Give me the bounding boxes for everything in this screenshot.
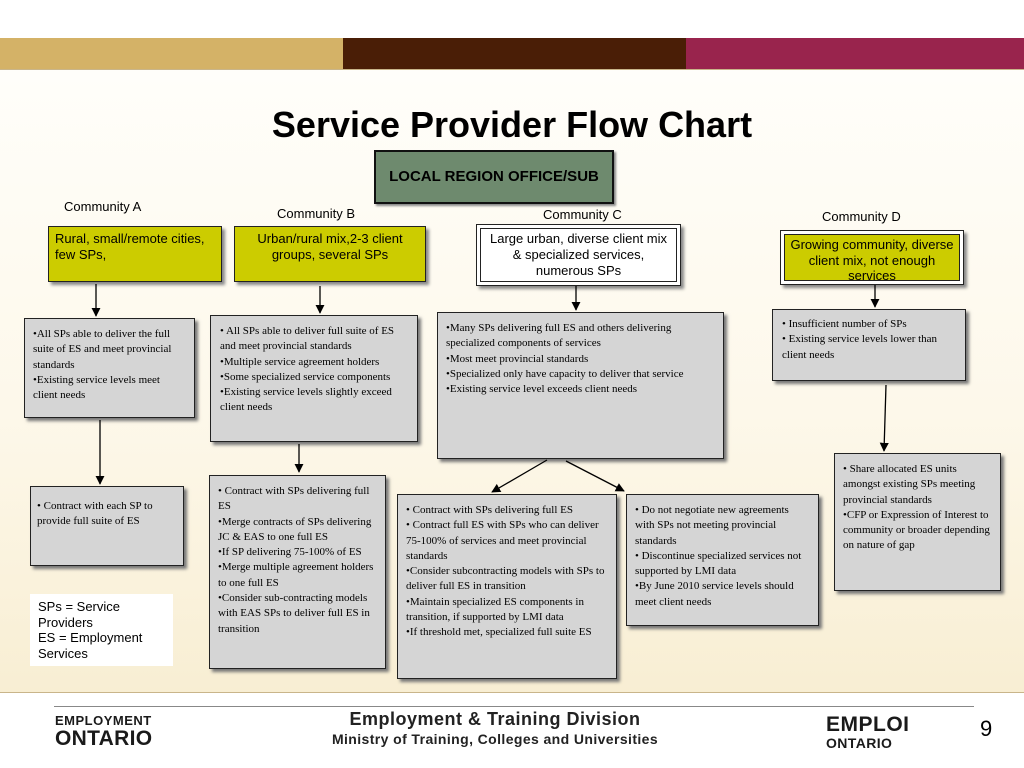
community-c-detail-item: •Specialized only have capacity to deliv… — [446, 367, 684, 380]
abbreviation-legend: SPs = Service Providers ES = Employment … — [30, 594, 173, 666]
community-b-detail-item: •Some specialized service components — [220, 370, 391, 383]
community-a-label: Community A — [64, 199, 142, 214]
community-a-action-item: • Contract with each SP to provide full … — [37, 500, 153, 528]
community-c-detail-item: •Most meet provincial standards — [446, 352, 589, 365]
community-c-action-left-box: • Contract with SPs delivering full ES •… — [397, 494, 617, 679]
logo-left-line1: EMPLOYMENT — [55, 713, 152, 728]
community-c-action-left-item: • Contract with SPs delivering full ES — [406, 504, 574, 516]
community-c-action-left-item: •Maintain specialized ES components in t… — [406, 595, 584, 624]
community-a-detail-item: •Existing service levels meet client nee… — [33, 373, 160, 402]
logo-right-line2: ONTARIO — [826, 735, 893, 751]
community-a-detail-box: •All SPs able to deliver the full suite … — [24, 318, 195, 418]
community-b-description: Urban/rural mix,2-3 client groups, sever… — [234, 226, 426, 282]
logo-right-line1: EMPLOI — [826, 713, 910, 736]
community-d-description: Growing community, diverse client mix, n… — [780, 230, 964, 285]
community-b-action-box: • Contract with SPs delivering full ES •… — [209, 475, 386, 669]
community-d-description-text: Growing community, diverse client mix, n… — [784, 234, 960, 283]
community-b-detail-item: •Existing service levels slightly exceed… — [220, 386, 392, 414]
community-b-action-item: • Contract with SPs delivering full ES — [218, 485, 370, 513]
footer-division-title: Employment & Training Division — [349, 709, 641, 729]
community-a-detail-item: •All SPs able to deliver the full suite … — [33, 328, 172, 371]
emploi-ontario-logo: EMPLOI ONTARIO — [826, 714, 910, 750]
footer-ministry-subtitle: Ministry of Training, Colleges and Unive… — [331, 731, 659, 747]
community-a-action-box: • Contract with each SP to provide full … — [30, 486, 184, 566]
slide-title: Service Provider Flow Chart — [271, 104, 753, 145]
community-d-label: Community D — [822, 209, 901, 224]
header-band-maroon — [686, 38, 1024, 69]
community-a-description: Rural, small/remote cities, few SPs, — [48, 226, 222, 282]
community-c-action-right-box: • Do not negotiate new agreements with S… — [626, 494, 819, 626]
community-b-action-item: •If SP delivering 75-100% of ES — [218, 546, 362, 559]
community-b-action-item: •Merge multiple agreement holders to one… — [218, 561, 374, 589]
community-c-label: Community C — [543, 207, 622, 222]
footer-divider — [54, 706, 974, 707]
community-c-detail-item: •Many SPs delivering full ES and others … — [446, 322, 672, 350]
community-c-action-left-item: •If threshold met, specialized full suit… — [406, 626, 592, 639]
community-b-detail-item: • All SPs able to deliver full suite of … — [220, 325, 395, 353]
header-band-brown — [343, 38, 686, 69]
local-region-office-box: LOCAL REGION OFFICE/SUB — [374, 150, 614, 204]
employment-ontario-logo: EMPLOYMENT ONTARIO — [55, 714, 152, 749]
community-c-action-left-item: •Consider subcontracting models with SPs… — [406, 565, 605, 593]
community-a-description-text: Rural, small/remote cities, few SPs, — [55, 231, 205, 262]
community-c-action-right-item: • Do not negotiate new agreements with S… — [635, 504, 789, 547]
community-b-detail-box: • All SPs able to deliver full suite of … — [210, 315, 418, 442]
community-b-action-item: •Consider sub-contracting models with EA… — [218, 592, 370, 635]
community-d-action-item: •CFP or Expression of Interest to commun… — [843, 508, 990, 552]
community-b-description-text: Urban/rural mix,2-3 client groups, sever… — [257, 231, 403, 262]
community-c-description-text: Large urban, diverse client mix & specia… — [480, 228, 677, 282]
community-b-label: Community B — [277, 206, 356, 221]
community-d-action-box: • Share allocated ES units amongst exist… — [834, 453, 1001, 591]
legend-item-es: ES = Employment Services — [38, 630, 143, 661]
community-d-detail-item: • Existing service levels lower than cli… — [782, 333, 938, 361]
community-c-detail-item: •Existing service level exceeds client n… — [446, 383, 638, 396]
community-c-action-right-item: •By June 2010 service levels should meet… — [635, 580, 794, 608]
community-c-detail-box: •Many SPs delivering full ES and others … — [437, 312, 724, 459]
community-d-detail-box: • Insufficient number of SPs • Existing … — [772, 309, 966, 381]
community-b-detail-item: •Multiple service agreement holders — [220, 355, 380, 368]
page-number: 9 — [980, 716, 993, 741]
community-d-detail-item: • Insufficient number of SPs — [782, 318, 907, 330]
community-d-action-item: • Share allocated ES units amongst exist… — [843, 463, 976, 506]
community-c-description: Large urban, diverse client mix & specia… — [476, 224, 681, 286]
community-b-action-item: •Merge contracts of SPs delivering JC & … — [218, 515, 372, 543]
community-c-action-right-item: • Discontinue specialized services not s… — [635, 549, 802, 578]
header-band-tan — [0, 38, 343, 69]
logo-left-line2: ONTARIO — [55, 727, 153, 750]
legend-item-sps: SPs = Service Providers — [38, 599, 121, 630]
community-c-action-left-item: • Contract full ES with SPs who can deli… — [406, 519, 599, 562]
